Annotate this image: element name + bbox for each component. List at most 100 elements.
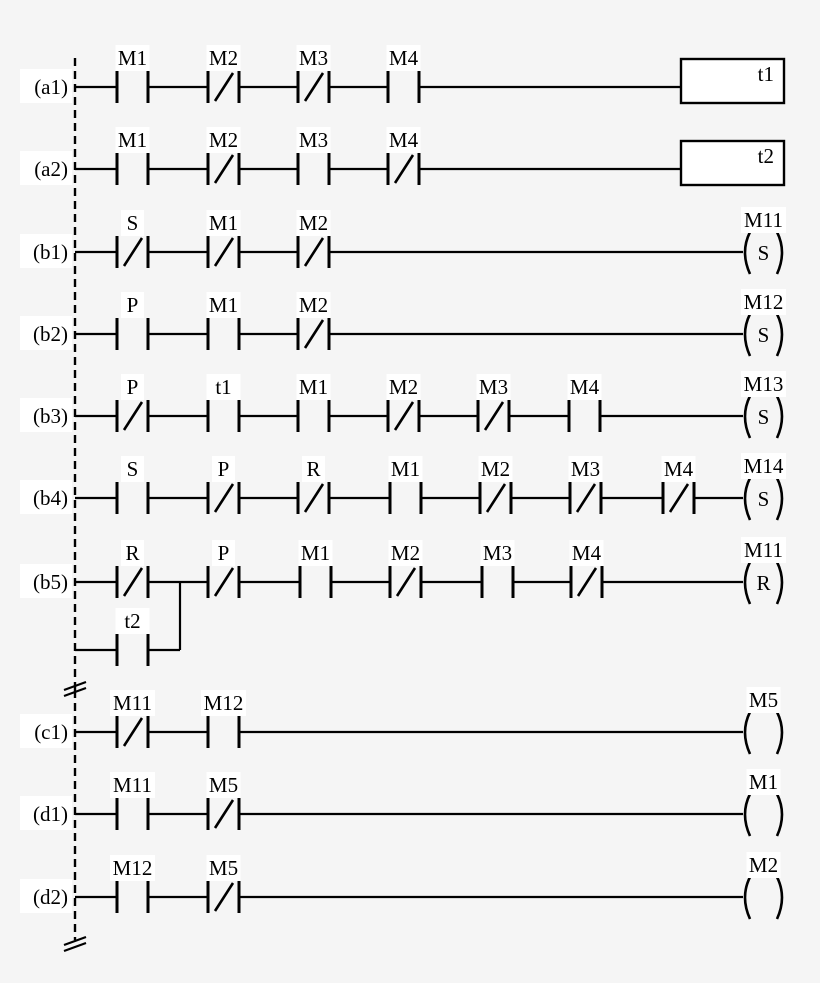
rung-label-bg [20,316,72,350]
break-stroke [63,680,87,692]
contact-label: M5 [209,856,238,880]
nc-slash-icon [485,483,507,513]
contact-label-bg [201,690,246,716]
rung-label-bg [20,714,72,748]
coil-label-bg [741,371,786,397]
coil-label-group: M1 [746,769,781,795]
branch-contact-label-bg [115,608,150,634]
contact-label: M11 [113,691,152,715]
nc-contact-p: P [115,374,150,432]
contact-label: M4 [389,46,419,70]
contact-label-bg [121,292,144,318]
rung-label-group: (d2) [20,879,72,913]
coil-m2: M2 [743,852,784,920]
contact-label-bg [388,456,423,482]
rung-label: (a2) [34,157,68,181]
contact-label: M3 [571,457,600,481]
rung-label-bg [20,796,72,830]
contact-label-group: M12 [110,855,155,881]
nc-slash-icon [576,567,598,597]
nc-contact-m5: M5 [206,772,241,830]
nc-contact-m2: M2 [478,456,513,514]
no-contact-m1: M1 [388,456,423,514]
contact-label-group: M2 [206,45,241,71]
contact-label-bg [115,45,150,71]
contact-label: M4 [389,128,419,152]
contact-label-bg [206,45,241,71]
nc-contact-r: R [296,456,331,514]
nc-slash-icon [122,717,144,747]
contact-label-group: t1 [206,374,241,400]
rung-label-group: (b3) [20,398,72,432]
coil-label: M14 [744,454,784,478]
contact-label: M1 [301,541,330,565]
contact-label-bg [296,374,331,400]
coil-label-group: M12 [741,289,786,315]
contact-label-group: R [302,456,325,482]
contact-label-group: M4 [386,45,421,71]
timer-label: t2 [758,144,774,168]
timer-block-t1: t1 [679,57,786,105]
nc-slash-icon [122,237,144,267]
nc-slash-icon [122,567,144,597]
rung-label-bg [20,480,72,514]
contact-label: S [127,457,139,481]
coil-label: M12 [744,290,784,314]
contact-label: M4 [664,457,694,481]
coil-m12: S M12 [741,289,786,357]
nc-slash-icon [303,483,325,513]
contact-label-group: M5 [206,855,241,881]
contact-label: M4 [572,541,602,565]
contact-label-group: M2 [206,127,241,153]
contact-label-bg [296,210,331,236]
break-mark-icon [63,680,87,698]
coil-left-paren-icon [743,876,752,920]
coil-label-bg [746,769,781,795]
timer-block-t2: t2 [679,139,786,187]
contact-label: M1 [118,128,147,152]
contact-label-bg [298,540,333,566]
coil-mode: S [758,241,770,265]
coil-label: M5 [749,688,778,712]
rung-label: (d2) [33,885,68,909]
nc-slash-icon [575,483,597,513]
timer-box [679,139,786,187]
no-contact-m11: M11 [110,772,155,830]
contact-label-bg [121,374,144,400]
coil-label: M11 [744,538,783,562]
coil-left-paren-icon [743,711,752,755]
coil-label-bg [746,687,781,713]
nc-contact-s: S [115,210,150,268]
contact-label-bg [115,127,150,153]
no-contact-p: P [115,292,150,350]
contact-label: M3 [299,46,328,70]
contact-label-bg [206,772,241,798]
contact-label-bg [386,127,421,153]
contact-label-bg [121,456,144,482]
coil-right-paren-icon [775,793,784,837]
no-contact-m1: M1 [298,540,333,598]
contact-label-group: P [121,374,144,400]
no-contact-s: S [115,456,150,514]
rung-label-bg [20,69,72,103]
contact-label: M2 [209,46,238,70]
coil-m1: M1 [743,769,784,837]
nc-slash-icon [122,401,144,431]
rung-label-bg [20,879,72,913]
contact-label: M3 [479,375,508,399]
contact-label: M1 [118,46,147,70]
coil-right-paren-icon [775,477,784,521]
coil-mode: S [758,323,770,347]
contact-label-bg [386,45,421,71]
contact-label: M5 [209,773,238,797]
coil-left-paren-icon [743,395,752,439]
nc-contact-m5: M5 [206,855,241,913]
rung-label-group: (b2) [20,316,72,350]
no-contact-m1: M1 [206,292,241,350]
nc-slash-icon [213,154,235,184]
coil-label: M2 [749,853,778,877]
coil-label-group: M11 [741,207,786,233]
rung-label-group: (a2) [20,151,72,185]
